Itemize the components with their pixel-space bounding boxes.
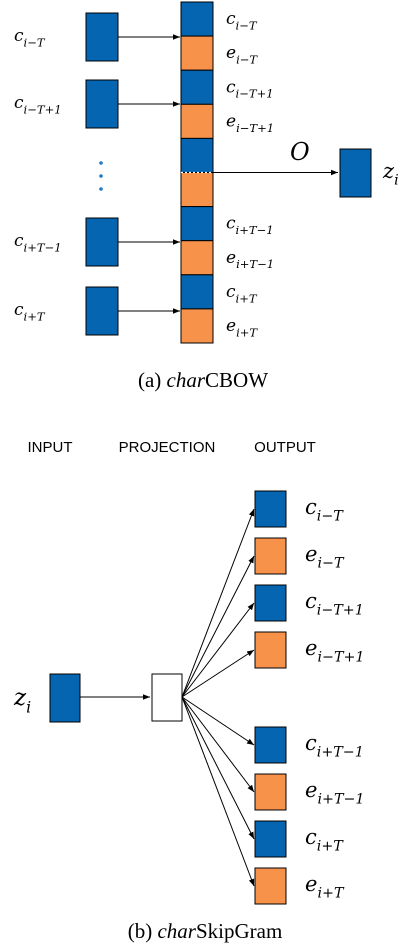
cbow-input-label: ci−T+1 [14, 93, 62, 116]
cbow-stack-cell [180, 274, 214, 310]
cbow-stack-label: ei+T [226, 316, 258, 339]
cbow-operator-label: O [290, 138, 310, 166]
cbow-input-vector [85, 286, 119, 336]
skipgram-output-label: ci−T+1 [305, 589, 364, 619]
skipgram-output-vector [254, 726, 287, 764]
skipgram-output-label: ei+T [305, 872, 345, 902]
cbow-stack-cell [180, 137, 214, 173]
cbow-stack-label: ci−T+1 [226, 77, 274, 100]
skipgram-output-vector [254, 537, 287, 575]
cbow-input-label: ci+T [14, 300, 46, 323]
skipgram-output-arrow [181, 696, 255, 793]
skipgram-output-vector [254, 631, 287, 669]
ellipsis-dot [99, 174, 103, 178]
ellipsis-dot [99, 161, 103, 165]
cbow-caption: (a) charCBOW [138, 368, 268, 392]
cbow-stack-cell [180, 1, 214, 37]
cbow-stack-label: ci+T−1 [226, 214, 274, 237]
cbow-stack-label: ei−T+1 [226, 111, 274, 134]
cbow-stack-cell [180, 308, 214, 344]
skipgram-output-label: ei+T−1 [305, 778, 365, 808]
skipgram-output-label: ei−T [305, 542, 345, 572]
cbow-input-vector [85, 12, 119, 62]
skipgram-projection-vector [151, 673, 183, 722]
cbow-stack-cell [180, 103, 214, 139]
skipgram-header-output: OUTPUT [254, 439, 316, 456]
cbow-stack-label: ci+T [226, 282, 258, 305]
cbow-output-vector [339, 148, 372, 198]
cbow-output-label: zi [382, 159, 399, 189]
skipgram-caption: (b) charSkipGram [128, 919, 283, 943]
cbow-input-vector [85, 79, 119, 129]
cbow-input-vector [85, 217, 119, 267]
skipgram-output-arrow [181, 696, 255, 840]
cbow-stack-label: ei+T−1 [226, 248, 274, 271]
skipgram-input-label: zi [13, 685, 31, 716]
skipgram-output-arrow [181, 649, 255, 698]
skipgram-output-arrow [181, 602, 255, 698]
cbow-input-label: ci+T−1 [14, 231, 62, 254]
skipgram-output-arrow [181, 696, 255, 746]
ellipsis-dot [99, 187, 103, 191]
skipgram-output-arrow [181, 555, 255, 698]
cbow-stack-cell [180, 172, 214, 208]
cbow-stack-cell [180, 240, 214, 276]
cbow-stack-cell [180, 206, 214, 242]
skipgram-output-label: ei−T+1 [305, 636, 365, 666]
skipgram-input-vector [49, 673, 81, 723]
skipgram-output-vector [254, 490, 287, 528]
skipgram-output-label: ci+T [305, 825, 344, 855]
skipgram-output-vector [254, 867, 287, 905]
skipgram-output-label: ci−T [305, 495, 344, 525]
cbow-stack-cell [180, 69, 214, 105]
cbow-stack-cell [180, 35, 214, 71]
cbow-stack-label: ei−T [226, 43, 258, 66]
skipgram-output-label: ci+T−1 [305, 731, 364, 761]
skipgram-output-vector [254, 820, 287, 858]
skipgram-header-projection: PROJECTION [119, 439, 216, 456]
skipgram-output-vector [254, 584, 287, 622]
skipgram-header-input: INPUT [28, 439, 73, 456]
skipgram-output-vector [254, 773, 287, 811]
cbow-stack-label: ci−T [226, 9, 258, 32]
skipgram-output-arrow [181, 696, 255, 887]
cbow-input-label: ci−T [14, 26, 46, 49]
skipgram-output-arrow [181, 508, 255, 698]
